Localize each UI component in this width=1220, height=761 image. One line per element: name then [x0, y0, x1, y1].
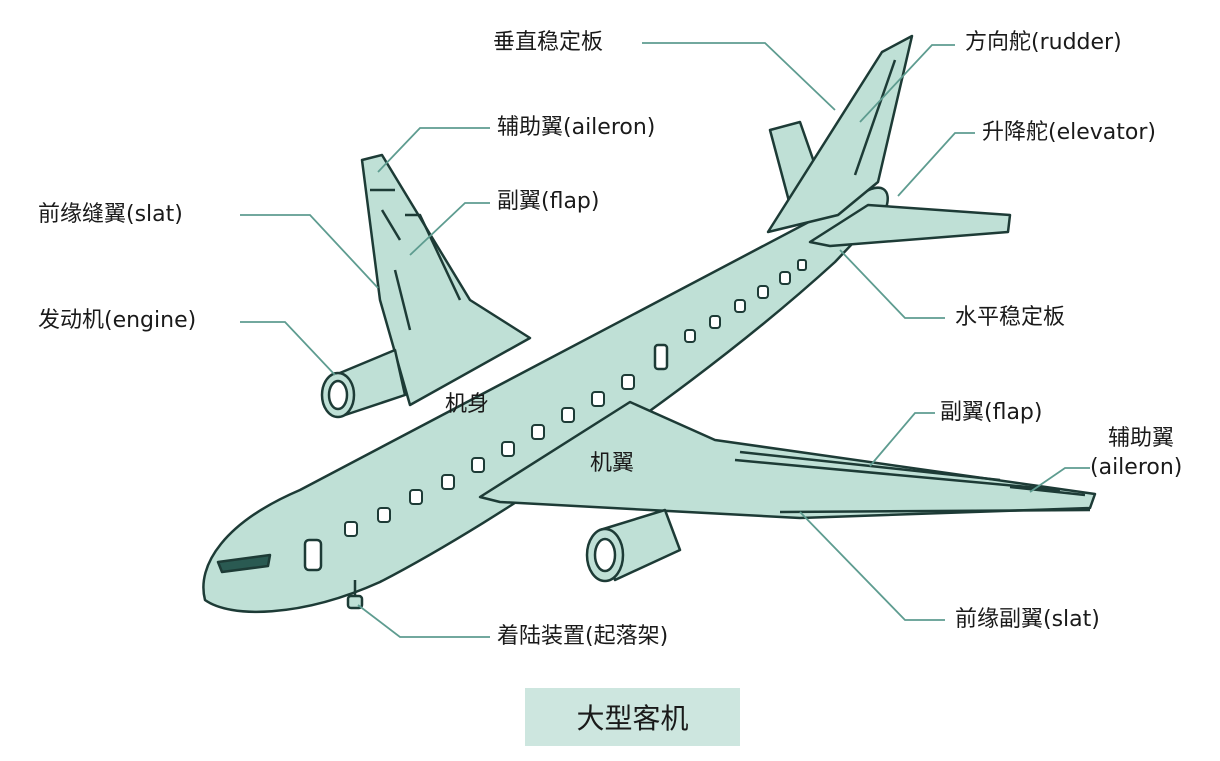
label-engine: 发动机(engine): [38, 308, 197, 333]
caption-box: 大型客机: [525, 688, 740, 746]
label-horizontal-stabilizer: 水平稳定板: [955, 305, 1066, 330]
vertical-stabilizer: [766, 34, 914, 234]
far-wing: [360, 153, 532, 407]
caption-text: 大型客机: [576, 702, 689, 735]
label-aileron-near-en: (aileron): [1090, 455, 1183, 480]
label-aileron-near-cn: 辅助翼: [1108, 426, 1175, 451]
label-flap-near: 副翼(flap): [940, 400, 1043, 425]
label-aileron-far: 辅助翼(aileron): [497, 115, 656, 140]
label-landing-gear: 着陆装置(起落架): [497, 624, 669, 649]
label-flap-far: 副翼(flap): [497, 189, 600, 214]
leader-lines: [240, 42, 1090, 638]
label-fuselage: 机身: [445, 392, 490, 417]
fuselage: [202, 186, 889, 614]
label-elevator: 升降舵(elevator): [982, 120, 1156, 145]
label-wing: 机翼: [590, 451, 635, 476]
label-slat-near: 前缘副翼(slat): [955, 607, 1100, 632]
label-vertical-stabilizer: 垂直稳定板: [493, 30, 604, 55]
cockpit-windows: [216, 553, 272, 574]
label-rudder: 方向舵(rudder): [965, 30, 1122, 55]
cabin-windows: [344, 259, 807, 537]
label-slat-far: 前缘缝翼(slat): [38, 202, 183, 227]
horizontal-stabilizer: [808, 203, 1012, 248]
near-wing: [478, 400, 1097, 520]
